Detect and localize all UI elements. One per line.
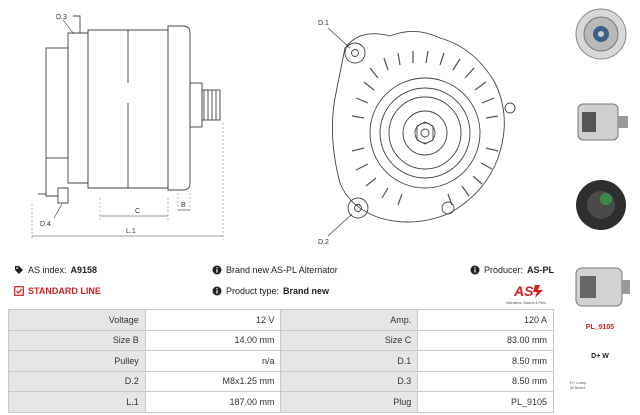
product-photos-panel <box>560 0 640 415</box>
spec-value: PL_9105 <box>417 391 554 413</box>
plug-code-label: PL_9105 <box>585 324 615 331</box>
as-index-value: A9158 <box>70 265 98 275</box>
plug-terminals: D+ W <box>591 353 609 360</box>
plug-legend: D+ Lamp W Motor <box>570 380 630 390</box>
spec-value: 120 A <box>417 309 554 331</box>
spec-label: D.1 <box>280 350 419 372</box>
label-c: C <box>135 208 140 215</box>
spec-label: L.1 <box>8 391 146 413</box>
spec-label: D.2 <box>8 370 146 392</box>
product-photo-back[interactable] <box>568 175 634 233</box>
producer-row: Producer: AS-PL <box>470 265 554 275</box>
producer-label: Producer: <box>484 265 524 275</box>
product-photo-side[interactable] <box>568 92 634 150</box>
spec-label: Plug <box>280 391 419 413</box>
spec-label: Size B <box>8 329 146 351</box>
legend-item: D+ Lamp <box>570 380 587 385</box>
spec-value: n/a <box>144 350 282 372</box>
info-icon <box>470 265 480 275</box>
product-type-label: Product type: <box>226 286 280 296</box>
product-type-row: Product type: Brand new <box>212 286 329 296</box>
product-photo-angle[interactable] <box>568 258 634 316</box>
brand-new-text: Brand new AS-PL Alternator <box>226 265 338 275</box>
technical-drawing: D.3 D.4 C B L.1 <box>31 14 516 246</box>
as-pl-logo: AS Alternators, Starters & Parts <box>506 283 546 305</box>
label-l1: L.1 <box>126 228 136 235</box>
checkbox-icon <box>14 286 24 296</box>
side-view-drawing: D.3 D.4 C B L.1 <box>31 14 224 240</box>
product-type-value: Brand new <box>283 286 330 296</box>
spec-label: Pulley <box>8 350 146 372</box>
spec-value: 8.50 mm <box>417 350 554 372</box>
spec-value: M8x1.25 mm <box>144 370 282 392</box>
producer-value: AS-PL <box>527 265 555 275</box>
label-d3: D.3 <box>56 14 67 21</box>
spec-label: Size C <box>280 329 419 351</box>
label-d1: D.1 <box>318 20 329 27</box>
label-d4: D.4 <box>40 221 51 228</box>
brand-new-row: Brand new AS-PL Alternator <box>212 265 338 275</box>
spec-value: 83.00 mm <box>417 329 554 351</box>
spec-label: Voltage <box>8 309 146 331</box>
spec-label: D.3 <box>280 370 419 392</box>
product-photo-front[interactable] <box>568 4 634 62</box>
label-d2: D.2 <box>318 239 329 246</box>
label-b: B <box>181 202 186 209</box>
spec-value: 187.00 mm <box>144 391 282 413</box>
logo-tagline: Alternators, Starters & Parts <box>506 301 546 305</box>
spec-value: 12 V <box>144 309 282 331</box>
logo-text: AS <box>513 283 534 299</box>
spec-value: 14.00 mm <box>144 329 282 351</box>
tag-icon <box>14 265 24 275</box>
as-index-row: AS index: A9158 <box>14 265 97 275</box>
info-icon <box>212 265 222 275</box>
standard-line-label: STANDARD LINE <box>28 286 101 296</box>
legend-item: W Motor <box>570 385 586 390</box>
info-icon <box>212 286 222 296</box>
spec-label: Amp. <box>280 309 419 331</box>
as-index-label: AS index: <box>28 265 67 275</box>
front-view-drawing: D.1 D.2 <box>318 20 516 246</box>
spec-value: 8.50 mm <box>417 370 554 392</box>
standard-line-row: STANDARD LINE <box>14 286 101 296</box>
